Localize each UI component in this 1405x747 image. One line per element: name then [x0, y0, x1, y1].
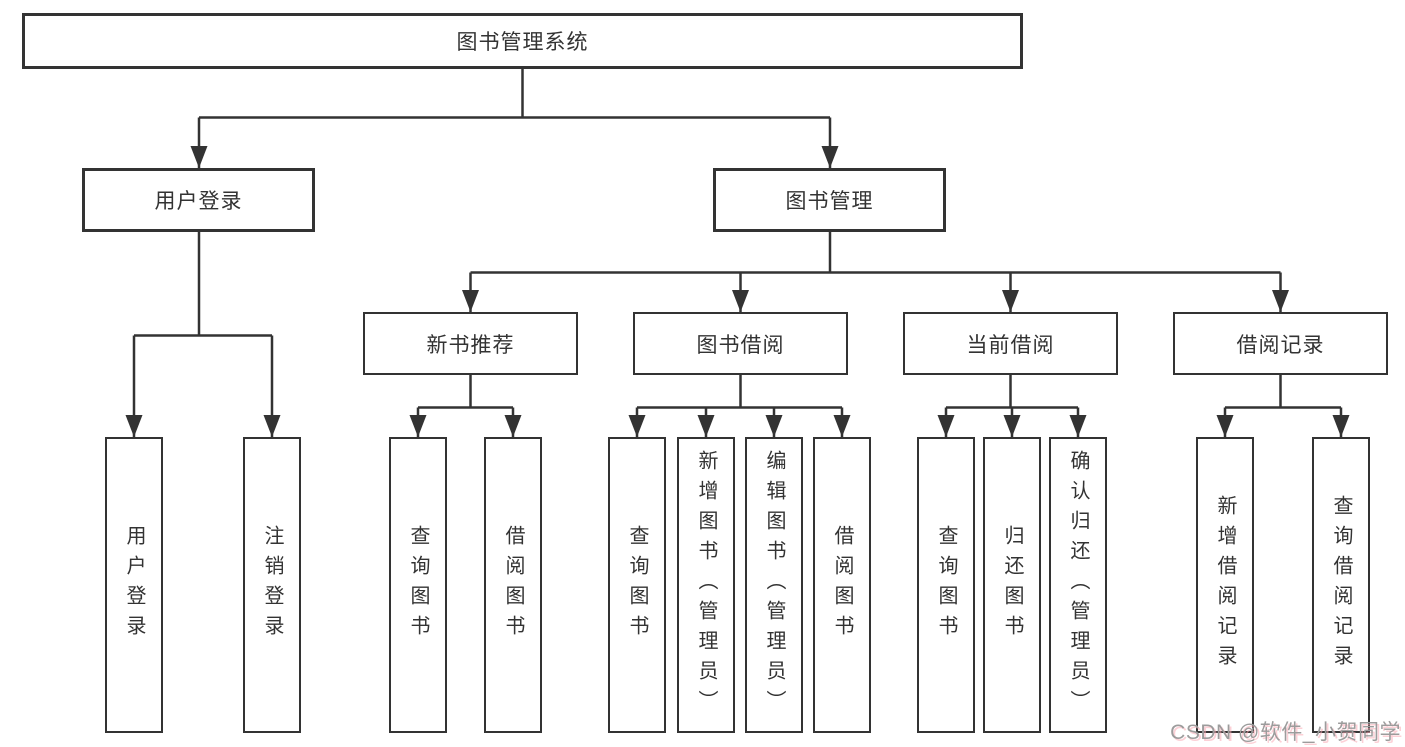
leaf-query-borrow-record: 查询借阅记录 — [1312, 437, 1370, 733]
leaf-logout: 注销登录 — [243, 437, 301, 733]
node-root-system: 图书管理系统 — [22, 13, 1023, 69]
leaf-borrow-books-2: 借阅图书 — [813, 437, 871, 733]
leaf-label: 新增图书（管理员） — [695, 450, 717, 720]
node-book-management-label: 图书管理 — [785, 190, 874, 213]
leaf-label: 借阅图书 — [831, 525, 853, 645]
leaf-borrow-books-1: 借阅图书 — [484, 437, 542, 733]
connector-user-login-trunk — [134, 232, 272, 337]
leaf-label: 查询借阅记录 — [1330, 495, 1352, 675]
connector-book-borrow-trunk — [637, 375, 842, 409]
node-borrowing-records-label: 借阅记录 — [1236, 333, 1325, 357]
connector-current-borrow-trunk — [946, 375, 1078, 409]
node-root-label: 图书管理系统 — [456, 31, 589, 54]
leaf-return-books: 归还图书 — [983, 437, 1041, 733]
node-new-book-recommend: 新书推荐 — [363, 312, 578, 375]
leaf-label: 归还图书 — [1001, 525, 1023, 645]
leaf-label: 用户登录 — [123, 525, 145, 645]
leaf-label: 编辑图书（管理员） — [763, 450, 785, 720]
leaf-add-books-admin: 新增图书（管理员） — [677, 437, 735, 733]
leaf-edit-books-admin: 编辑图书（管理员） — [745, 437, 803, 733]
node-user-login-label: 用户登录 — [154, 190, 243, 213]
connector-new-books-trunk — [418, 375, 513, 409]
node-user-login: 用户登录 — [82, 168, 315, 232]
node-book-borrowing: 图书借阅 — [633, 312, 848, 375]
node-borrowing-records: 借阅记录 — [1173, 312, 1388, 375]
leaf-label: 确认归还（管理员） — [1067, 450, 1089, 720]
node-book-management: 图书管理 — [713, 168, 946, 232]
leaf-query-books-2: 查询图书 — [608, 437, 666, 733]
node-new-book-recommend-label: 新书推荐 — [426, 333, 515, 357]
leaf-user-login: 用户登录 — [105, 437, 163, 733]
connector-book-mgmt-trunk — [470, 232, 1281, 274]
connector-borrow-records-trunk — [1225, 375, 1341, 409]
connector-root-trunk — [199, 69, 830, 119]
leaf-query-books-1: 查询图书 — [389, 437, 447, 733]
leaf-label: 注销登录 — [261, 525, 283, 645]
node-book-borrowing-label: 图书借阅 — [696, 333, 785, 357]
leaf-query-books-3: 查询图书 — [917, 437, 975, 733]
leaf-label: 借阅图书 — [502, 525, 524, 645]
leaf-label: 新增借阅记录 — [1214, 495, 1236, 675]
leaf-label: 查询图书 — [626, 525, 648, 645]
csdn-watermark: CSDN @软件_小贺同学 — [1170, 721, 1401, 744]
leaf-confirm-return-admin: 确认归还（管理员） — [1049, 437, 1107, 733]
leaf-add-borrow-record: 新增借阅记录 — [1196, 437, 1254, 733]
leaf-label: 查询图书 — [407, 525, 429, 645]
leaf-label: 查询图书 — [935, 525, 957, 645]
node-current-borrowing: 当前借阅 — [903, 312, 1118, 375]
node-current-borrowing-label: 当前借阅 — [966, 333, 1055, 357]
